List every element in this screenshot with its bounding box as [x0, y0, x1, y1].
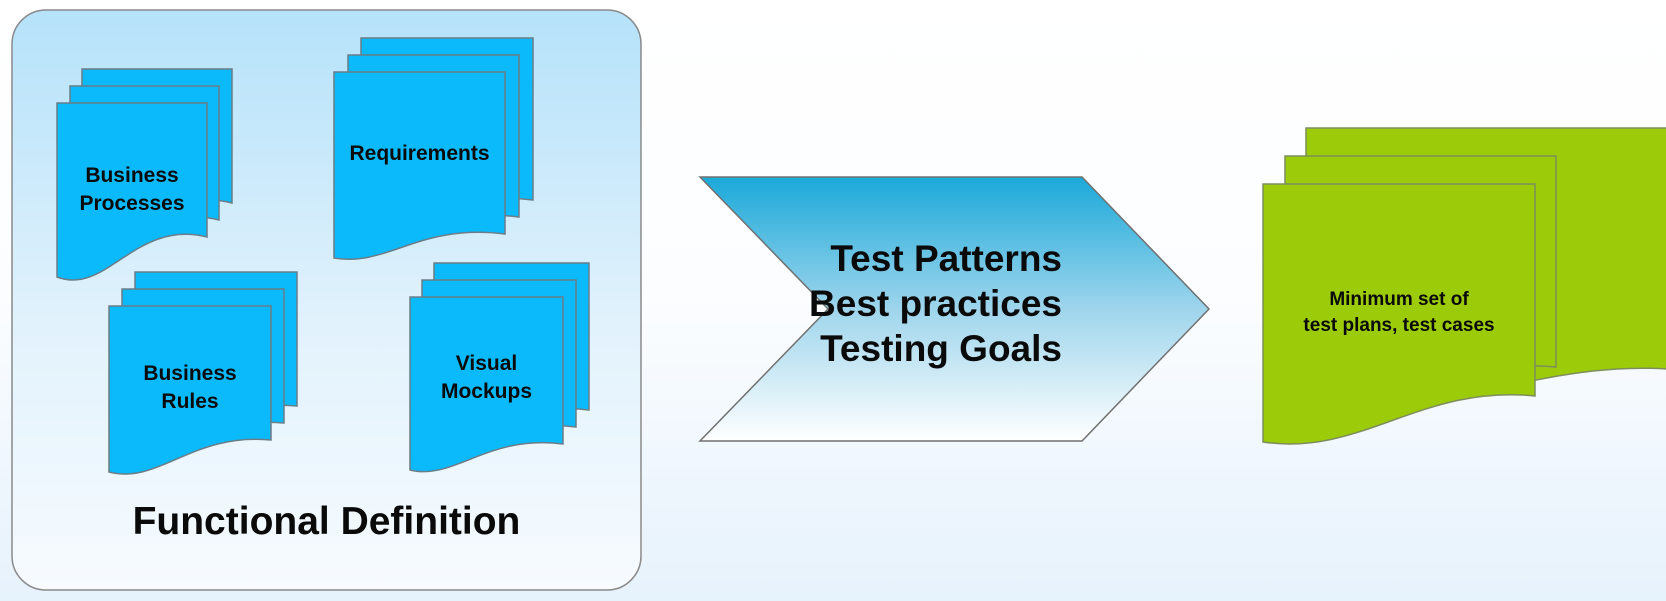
business-rules-label-line-2: Rules	[161, 390, 219, 413]
visual-mockups-label-line-1: Visual	[455, 352, 518, 376]
process-chevron-text: Test Patterns Best practices Testing Goa…	[760, 236, 1062, 371]
test-plans-label-line-1: Minimum set of	[1329, 289, 1469, 311]
testing-goals-line: Testing Goals	[820, 328, 1062, 370]
business-processes-label-line-2: Processes	[79, 192, 185, 215]
visual-mockups-label: Visual Mockups	[410, 338, 563, 418]
business-rules-label-line-1: Business	[143, 362, 237, 386]
business-processes-label: Business Processes	[57, 150, 207, 230]
test-plans-document-stack	[1262, 127, 1666, 445]
business-processes-document-stack	[56, 68, 233, 281]
requirements-label-line-1: Requirements	[349, 142, 490, 166]
functional-definition-title: Functional Definition	[132, 500, 521, 543]
requirements-document-stack	[333, 37, 534, 260]
business-processes-label-line-1: Business	[85, 164, 179, 188]
test-plans-label: Minimum set of test plans, test cases	[1263, 280, 1535, 346]
requirements-label: Requirements	[328, 136, 511, 172]
best-practices-line: Best practices	[809, 283, 1062, 325]
visual-mockups-label-line-2: Mockups	[440, 380, 532, 403]
visual-mockups-document-stack	[409, 262, 590, 473]
business-rules-document-stack	[108, 271, 298, 475]
test-plans-label-line-2: test plans, test cases	[1303, 315, 1495, 336]
test-patterns-line: Test Patterns	[830, 238, 1062, 279]
business-rules-label: Business Rules	[109, 348, 271, 428]
process-chevron	[698, 176, 1211, 442]
